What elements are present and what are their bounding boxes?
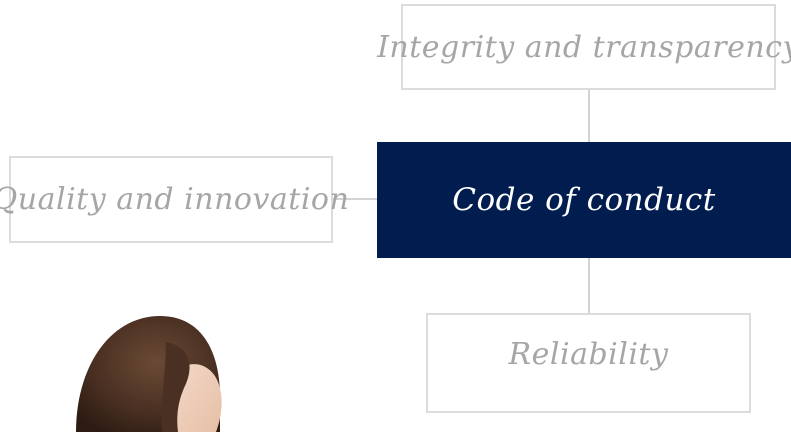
node-integrity-transparency: Integrity and transparency (377, 4, 791, 90)
node-quality-innovation: Quality and innovation (0, 156, 349, 243)
node-label: Reliability (508, 337, 669, 372)
person-photo (76, 316, 222, 432)
node-label: Code of conduct (452, 182, 716, 218)
node-reliability: Reliability (426, 313, 751, 413)
connector-bottom (588, 257, 590, 314)
connector-top (588, 89, 590, 143)
node-code-of-conduct: Code of conduct (377, 142, 791, 258)
node-label: Integrity and transparency (377, 29, 791, 65)
node-label: Quality and innovation (0, 182, 350, 217)
connector-left (332, 198, 378, 200)
